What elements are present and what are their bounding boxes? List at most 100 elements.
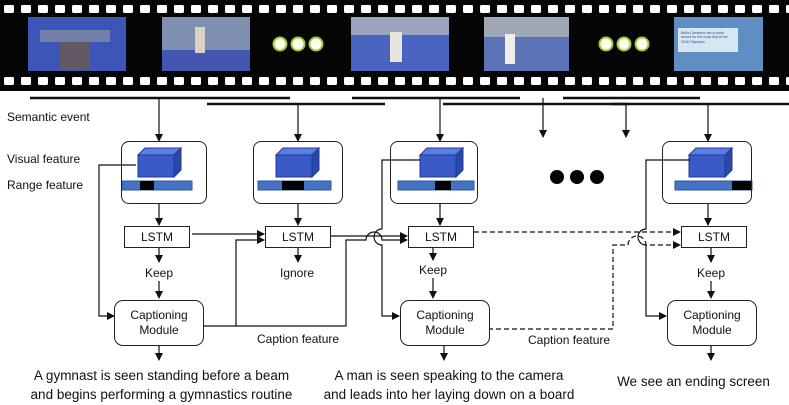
caption-output-3: We see an ending screen bbox=[606, 372, 781, 391]
captioning-module-1: Captioning Module bbox=[114, 300, 204, 346]
film-sprocket-hole bbox=[293, 5, 303, 13]
film-sprocket-hole bbox=[633, 5, 643, 13]
film-sprocket-hole bbox=[140, 5, 150, 13]
film-sprocket-hole bbox=[344, 5, 354, 13]
film-sprocket-hole bbox=[225, 77, 235, 85]
caption-output-1-line2: and begins performing a gymnastics routi… bbox=[30, 387, 293, 402]
decision-keep-1: Keep bbox=[145, 266, 174, 280]
film-sprockets-bottom bbox=[4, 77, 789, 85]
film-sprocket-hole bbox=[412, 77, 422, 85]
feature-box-1 bbox=[121, 141, 207, 204]
lstm-chain bbox=[192, 228, 681, 240]
film-sprocket-hole bbox=[650, 77, 660, 85]
film-sprocket-hole bbox=[4, 77, 14, 85]
film-sprocket-hole bbox=[718, 5, 728, 13]
feature-art-4 bbox=[674, 146, 753, 191]
film-sprocket-hole bbox=[616, 77, 626, 85]
film-sprocket-hole bbox=[616, 5, 626, 13]
film-sprocket-hole bbox=[701, 5, 711, 13]
film-sprocket-hole bbox=[786, 5, 789, 13]
film-sprocket-hole bbox=[429, 5, 439, 13]
lstm-2: LSTM bbox=[265, 226, 331, 248]
visual-feature-cube bbox=[137, 154, 175, 178]
film-sprocket-hole bbox=[667, 77, 677, 85]
film-sprocket-hole bbox=[582, 5, 592, 13]
film-sprocket-hole bbox=[361, 5, 371, 13]
film-sprocket-hole bbox=[684, 5, 694, 13]
film-sprocket-hole bbox=[429, 77, 439, 85]
film-sprocket-hole bbox=[599, 5, 609, 13]
captioning-module-line1: Captioning bbox=[130, 308, 188, 322]
feature-box-3 bbox=[390, 141, 478, 204]
film-sprocket-hole bbox=[140, 77, 150, 85]
film-sprocket-hole bbox=[514, 77, 524, 85]
film-sprocket-hole bbox=[735, 77, 745, 85]
caption-output-2-line1: A man is seen speaking to the camera bbox=[334, 368, 564, 383]
film-sprocket-hole bbox=[191, 5, 201, 13]
big-ellipsis bbox=[550, 170, 604, 184]
film-sprocket-hole bbox=[72, 5, 82, 13]
film-sprocket-hole bbox=[157, 77, 167, 85]
film-sprockets-top bbox=[4, 5, 789, 13]
film-sprocket-hole bbox=[412, 5, 422, 13]
film-sprocket-hole bbox=[599, 77, 609, 85]
box-to-lstm-arrows bbox=[155, 204, 712, 226]
film-sprocket-hole bbox=[718, 77, 728, 85]
decision-keep-2: Keep bbox=[419, 263, 448, 277]
visual-feature-label: Visual feature bbox=[7, 152, 81, 166]
semantic-event-lines bbox=[30, 96, 789, 106]
caption-output-2: A man is seen speaking to the camera and… bbox=[318, 366, 580, 404]
film-sprocket-hole bbox=[157, 5, 167, 13]
film-sprocket-hole bbox=[123, 5, 133, 13]
visual-feature-cube bbox=[688, 154, 726, 178]
film-sprocket-hole bbox=[310, 5, 320, 13]
film-sprocket-hole bbox=[106, 5, 116, 13]
film-sprocket-hole bbox=[463, 77, 473, 85]
film-sprocket-hole bbox=[208, 77, 218, 85]
film-sprocket-hole bbox=[293, 77, 303, 85]
range-feature-marker bbox=[140, 181, 154, 190]
captioning-module-2: Captioning Module bbox=[400, 300, 490, 346]
film-sprocket-hole bbox=[497, 77, 507, 85]
lstm-4: LSTM bbox=[681, 226, 747, 248]
film-sprocket-hole bbox=[208, 5, 218, 13]
range-feature-marker bbox=[282, 181, 304, 190]
feature-box-4 bbox=[662, 141, 752, 204]
film-sprocket-hole bbox=[361, 77, 371, 85]
film-sprocket-hole bbox=[242, 77, 252, 85]
film-sprocket-hole bbox=[633, 77, 643, 85]
film-sprocket-hole bbox=[565, 77, 575, 85]
film-sprocket-hole bbox=[38, 77, 48, 85]
frame-overlay-text: Bella Camavicz set a world record for th… bbox=[681, 31, 728, 44]
visual-feature-cube bbox=[275, 154, 313, 178]
film-sprocket-hole bbox=[684, 77, 694, 85]
film-sprocket-hole bbox=[259, 5, 269, 13]
film-sprocket-hole bbox=[752, 5, 762, 13]
video-frame-3 bbox=[351, 17, 449, 71]
film-sprocket-hole bbox=[667, 5, 677, 13]
film-strip bbox=[0, 0, 789, 91]
film-sprocket-hole bbox=[21, 5, 31, 13]
film-sprocket-hole bbox=[480, 5, 490, 13]
range-feature-bar bbox=[121, 180, 193, 191]
film-sprocket-hole bbox=[72, 77, 82, 85]
video-frame-4 bbox=[484, 17, 569, 71]
film-sprocket-hole bbox=[242, 5, 252, 13]
decision-keep-3: Keep bbox=[697, 266, 726, 280]
feature-boxes-art bbox=[121, 146, 753, 191]
range-feature-marker bbox=[435, 181, 451, 190]
video-frame-2 bbox=[162, 17, 250, 71]
film-sprocket-hole bbox=[38, 5, 48, 13]
film-sprocket-hole bbox=[446, 77, 456, 85]
decision-ignore: Ignore bbox=[280, 266, 315, 280]
feature-art-2 bbox=[257, 146, 332, 191]
feature-art-1 bbox=[121, 146, 193, 191]
film-sprocket-hole bbox=[769, 5, 779, 13]
video-frame-5 bbox=[674, 17, 763, 71]
captioning-module-line1: Captioning bbox=[683, 308, 741, 322]
caption-output-1-line1: A gymnast is seen standing before a beam bbox=[33, 368, 290, 383]
ellipsis-dots-2 bbox=[598, 36, 650, 52]
film-sprocket-hole bbox=[531, 77, 541, 85]
caption-feature-label-1: Caption feature bbox=[255, 332, 342, 346]
film-sprocket-hole bbox=[276, 5, 286, 13]
